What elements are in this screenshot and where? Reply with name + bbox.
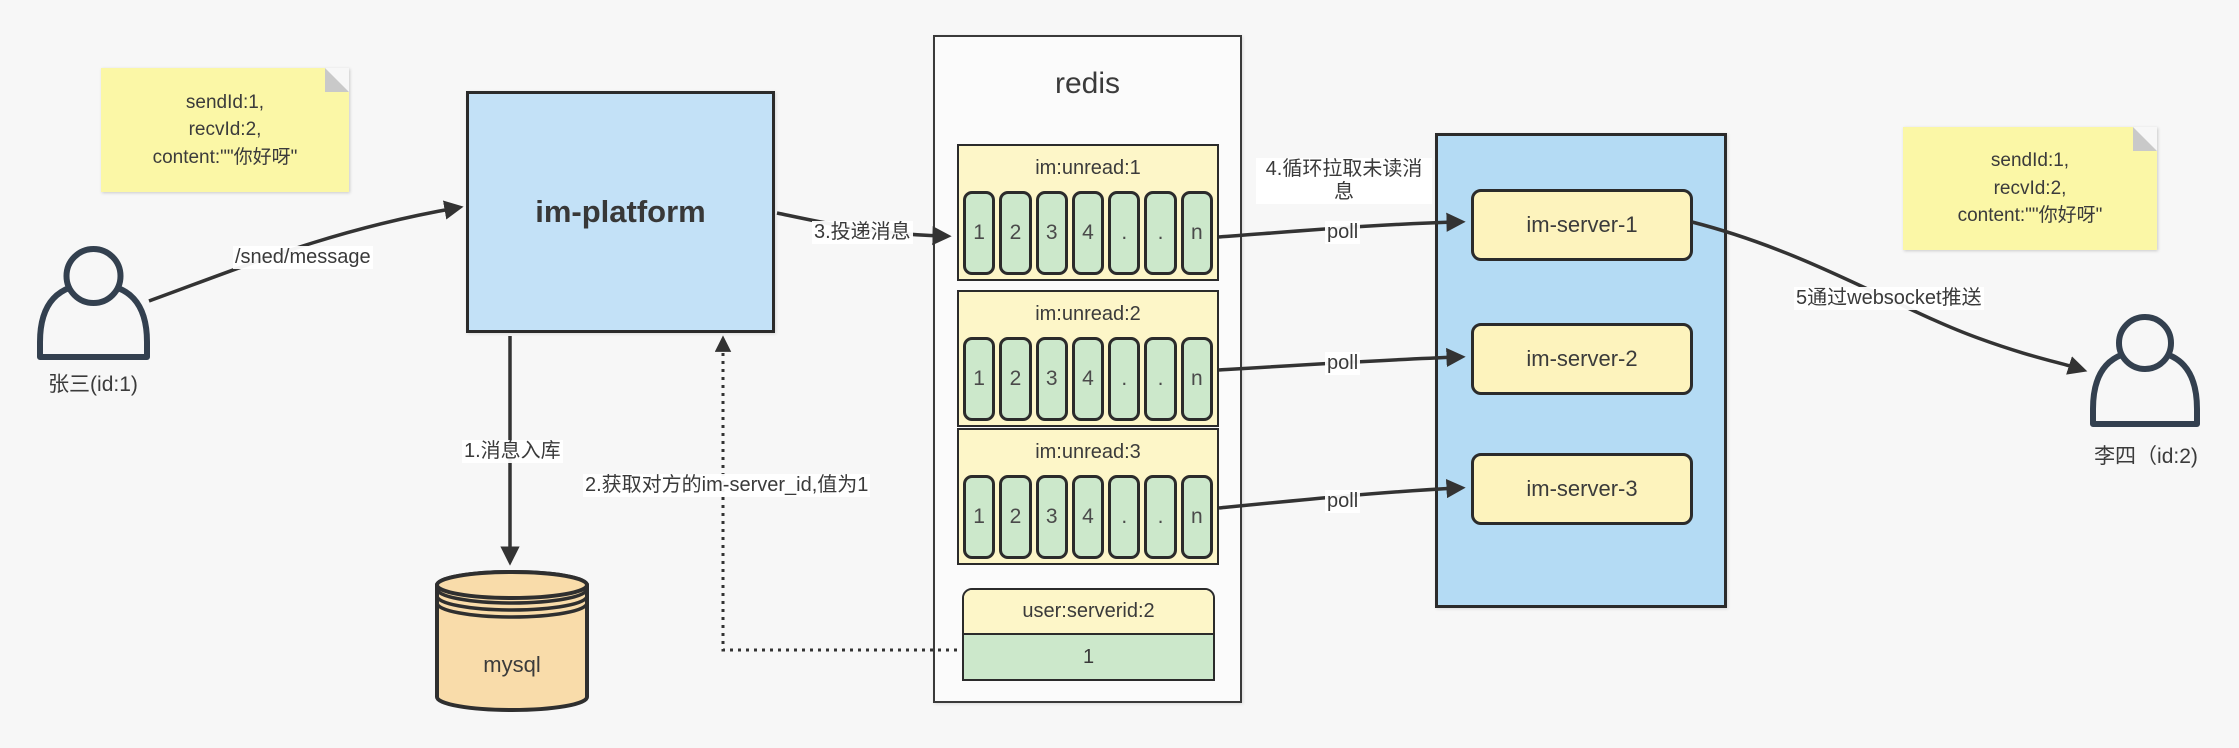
edge-label-step4: 4.循环拉取未读消息 — [1256, 158, 1432, 204]
redis-title: redis — [1054, 67, 1121, 100]
edge-label-step5: 5通过websocket推送 — [1794, 287, 1984, 310]
queue-cell: 3 — [1035, 475, 1068, 559]
im-platform-box: im-platform — [466, 91, 775, 333]
redis-kv-block: user:serverid:2 1 — [962, 588, 1215, 681]
im-server-box-1: im-server-1 — [1471, 189, 1693, 261]
note-line: recvId:2, — [1993, 177, 2067, 199]
sender-person-icon — [37, 246, 150, 360]
note-line: content:""你好呀" — [152, 146, 298, 168]
queue-cell: 3 — [1035, 191, 1068, 275]
receiver-person-icon — [2090, 314, 2200, 427]
note-line: sendId:1, — [1990, 150, 2070, 172]
queue-label: im:unread:2 — [1035, 303, 1141, 325]
mysql-label: mysql — [483, 652, 540, 677]
edge-label-step2: 2.获取对方的im-server_id,值为1 — [583, 474, 871, 497]
im-platform-label: im-platform — [535, 194, 706, 229]
queue-cell: 1 — [963, 191, 996, 275]
queue-cell: 4 — [1071, 475, 1105, 559]
queue-cell: 2 — [999, 337, 1032, 421]
queue-label: im:unread:3 — [1035, 441, 1141, 463]
queue-cell: 2 — [999, 475, 1032, 559]
queue-cell: 4 — [1071, 191, 1105, 275]
sticky-note-right: sendId:1, recvId:2, content:""你好呀" — [1903, 127, 2157, 250]
queue-cell: 4 — [1071, 337, 1105, 421]
queue-cell: 1 — [963, 337, 996, 421]
mysql-cylinder: mysql — [435, 570, 589, 712]
note-line: recvId:2, — [188, 119, 262, 141]
receiver-label: 李四（id:2) — [2094, 445, 2198, 468]
queue-cell: . — [1108, 191, 1141, 275]
kv-value: 1 — [964, 635, 1213, 679]
edge-label-step3: 3.投递消息 — [812, 221, 913, 244]
edge-label-step1: 1.消息入库 — [462, 440, 563, 463]
queue-cell: . — [1108, 337, 1141, 421]
sticky-note-left: sendId:1, recvId:2, content:""你好呀" — [101, 68, 349, 192]
queue-cell: 1 — [963, 475, 996, 559]
im-server-box-3: im-server-3 — [1471, 453, 1693, 525]
note-line: content:""你好呀" — [1957, 205, 2103, 227]
queue-cell: n — [1180, 475, 1213, 559]
edge-label-poll-1: poll — [1325, 221, 1361, 244]
kv-key: user:serverid:2 — [964, 590, 1213, 635]
sender-label: 张三(id:1) — [48, 373, 138, 396]
queue-cell: 2 — [999, 191, 1032, 275]
queue-cell: . — [1144, 475, 1177, 559]
queue-cell: n — [1180, 191, 1213, 275]
im-server-cluster: im-server-1 im-server-2 im-server-3 — [1435, 133, 1727, 608]
queue-cell: . — [1108, 475, 1141, 559]
edge-label-send-api: /sned/message — [233, 246, 373, 269]
queue-cell: . — [1144, 337, 1177, 421]
edge-label-poll-3: poll — [1325, 490, 1361, 513]
note-line: sendId:1, — [185, 91, 265, 113]
edge-label-poll-2: poll — [1325, 352, 1361, 375]
queue-cell: 3 — [1035, 337, 1068, 421]
im-server-box-2: im-server-2 — [1471, 323, 1693, 395]
queue-label: im:unread:1 — [1035, 157, 1141, 179]
queue-cell: n — [1180, 337, 1213, 421]
queue-cell: . — [1144, 191, 1177, 275]
